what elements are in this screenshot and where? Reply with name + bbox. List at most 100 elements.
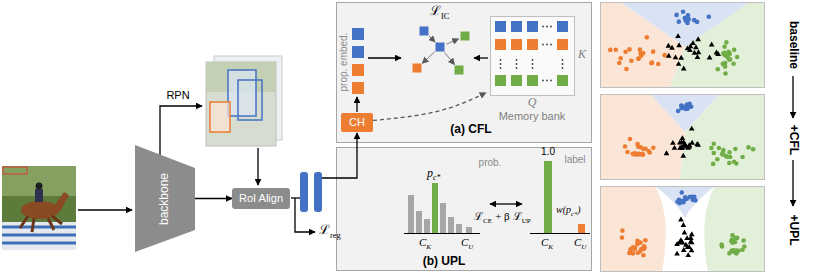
class-point (730, 233, 735, 238)
memory-bank: KQMemory bank (486, 13, 590, 125)
stage-arrow (792, 160, 793, 206)
memory-slot (511, 21, 522, 32)
class-point (724, 40, 729, 45)
ellipsis-dot (516, 59, 518, 61)
ellipsis-dot (500, 59, 502, 61)
uncertainty-weight: w(pc*) (556, 204, 580, 217)
proposal-box (238, 80, 262, 120)
label-text: 1.0 (541, 146, 555, 157)
label-text: ℒ (513, 210, 522, 222)
prob-bar (424, 219, 430, 233)
proposal-image (206, 56, 282, 146)
class-point (733, 147, 738, 152)
class-point (638, 240, 643, 245)
stage-label: baseline (786, 21, 800, 69)
class-point (625, 150, 630, 155)
class-point (630, 251, 635, 256)
class-point (656, 62, 661, 67)
unknown-point (670, 140, 676, 145)
class-point (717, 146, 722, 151)
ellipsis-dot (532, 63, 534, 65)
unknown-point (690, 40, 696, 45)
enqueue-connector (373, 93, 486, 121)
embed-arrow (356, 97, 357, 112)
class-point (727, 150, 732, 155)
photo-fence (2, 222, 76, 250)
unknown-point (707, 55, 713, 60)
class-point (679, 190, 684, 195)
class-point (727, 161, 732, 166)
ellipsis-dot (542, 26, 544, 28)
panel-border (601, 187, 765, 272)
panel-ground (600, 186, 765, 272)
label-text: U (468, 243, 473, 251)
loss-formula: ℒCE+ βℒUP (474, 210, 531, 225)
class-point (715, 67, 720, 72)
memory-slot (557, 39, 568, 50)
class-point (687, 195, 692, 200)
prob-bar (456, 224, 462, 233)
memory-slot (527, 39, 538, 50)
unknown-point (676, 61, 682, 66)
node-text: backbone (158, 172, 171, 224)
class-point (723, 61, 728, 66)
unknown-point (666, 43, 672, 48)
unknown-point (678, 216, 684, 221)
prob-axis-label: prob. (479, 157, 502, 169)
class-point (628, 137, 633, 142)
stage-label: +CFL (786, 125, 800, 155)
class-point (641, 51, 646, 56)
ellipsis-dot (542, 80, 544, 82)
unknown-class: CU (574, 236, 587, 251)
node-text: CH (349, 116, 365, 128)
stage-label: +UPL (786, 214, 800, 245)
class-point (631, 245, 636, 250)
unknown-point (695, 36, 701, 41)
ellipsis-dot (550, 80, 552, 82)
class-point (629, 58, 634, 63)
ellipsis-dot (546, 26, 548, 28)
label-text: U (581, 243, 586, 251)
class-point (712, 151, 717, 156)
class-point (676, 109, 681, 114)
ellipsis-dot (562, 67, 564, 69)
memory-slot (495, 39, 506, 50)
upl-panel-ground (337, 148, 592, 271)
unknown-point (709, 42, 715, 47)
unknown-point (680, 240, 686, 245)
class-point (692, 195, 697, 200)
ellipsis-dot (516, 67, 518, 69)
known-classes: CK (541, 236, 553, 251)
scatter-content (600, 2, 765, 88)
label-text: +UPL (787, 214, 801, 245)
embed-arrow (368, 57, 401, 58)
label-text: K (426, 243, 431, 251)
class-point (646, 149, 651, 154)
class-region (600, 94, 685, 180)
class-point (623, 144, 628, 149)
contrastive-head-box: CH (341, 113, 373, 132)
class-point (723, 71, 728, 76)
fc-layer (300, 172, 308, 212)
input-arrow (78, 209, 132, 210)
class-point (687, 101, 692, 106)
class-point (711, 142, 716, 147)
prob-bar (466, 227, 472, 233)
embedding-square (352, 82, 364, 94)
image-stack-front (206, 62, 276, 146)
ellipsis-dot (546, 80, 548, 82)
label-text: + β (495, 210, 510, 222)
unknown-point (695, 142, 701, 147)
unknown-point (664, 150, 670, 155)
prob-bar (448, 217, 454, 233)
target-value: 1.0 (541, 146, 555, 158)
memory-slot (527, 75, 538, 86)
head-arrow (322, 133, 357, 178)
node-text: (a) CFL (450, 123, 491, 136)
rpn-label: RPN (166, 89, 189, 102)
node-text: Q (528, 96, 537, 109)
label-text: C (461, 236, 468, 248)
ellipsis-dot (550, 44, 552, 46)
unknown-point (692, 50, 698, 55)
